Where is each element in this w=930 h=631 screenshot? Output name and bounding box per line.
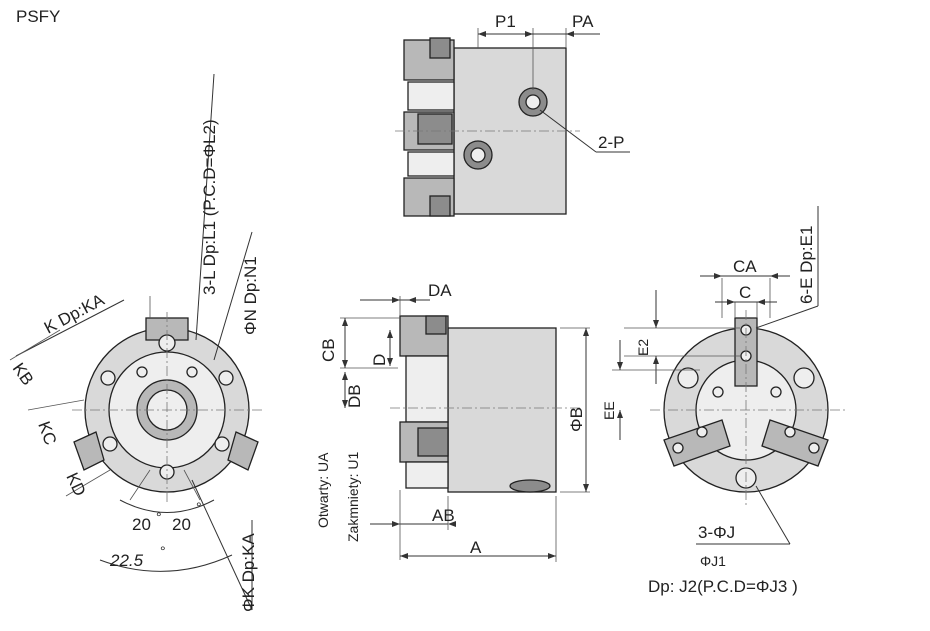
label-phi-k: ΦK Dp:KA (239, 533, 258, 612)
right-front-view: CA C 6-E Dp:E1 E2 EE 3-ΦJ ΦJ1 Dp: J2(P.C… (601, 206, 845, 596)
left-front-view: K Dp:KA KB KC KD 3-L Dp:L1 (P.C.D=ΦL2) Φ… (9, 73, 262, 612)
label-3l: 3-L Dp:L1 (P.C.D=ΦL2) (200, 119, 219, 295)
label-c: C (739, 283, 751, 302)
label-angle-20b: 20 (172, 515, 191, 534)
label-ee: EE (601, 401, 617, 420)
label-phi-j1: ΦJ1 (700, 553, 726, 569)
label-dp-j2: Dp: J2(P.C.D=ΦJ3 ) (648, 577, 798, 596)
label-otwarty: Otwarty: UA (315, 452, 331, 528)
label-zakmniety: Zakmniety: U1 (345, 452, 361, 542)
label-phi-n: ΦN Dp:N1 (241, 256, 260, 335)
label-db: DB (345, 384, 364, 408)
label-pa: PA (572, 12, 594, 31)
label-2p: 2-P (598, 133, 624, 152)
label-p1: P1 (495, 12, 516, 31)
label-3-phi-j: 3-ΦJ (698, 523, 735, 542)
label-kc: KC (34, 419, 60, 448)
label-phi-b: ΦB (567, 407, 586, 432)
label-deg-c: ° (160, 543, 166, 559)
label-6e: 6-E Dp:E1 (797, 226, 816, 304)
label-e2: E2 (635, 339, 651, 356)
label-deg-a: ° (156, 509, 162, 525)
model-title: PSFY (16, 7, 60, 26)
side-view: DA CB D DB ΦB AB A Otwarty: UA Zakmniety… (315, 281, 590, 562)
label-ca: CA (733, 257, 757, 276)
label-angle-20a: 20 (132, 515, 151, 534)
label-d: D (370, 354, 389, 366)
label-deg-b: ° (196, 499, 202, 515)
label-kb: KB (9, 359, 38, 388)
label-da: DA (428, 281, 452, 300)
label-cb: CB (319, 338, 338, 362)
label-kd: KD (62, 470, 89, 499)
label-a: A (470, 538, 482, 557)
top-view: P1 PA 2-P (395, 12, 630, 217)
label-angle-225: 22.5 (109, 551, 144, 570)
label-ab: AB (432, 506, 455, 525)
